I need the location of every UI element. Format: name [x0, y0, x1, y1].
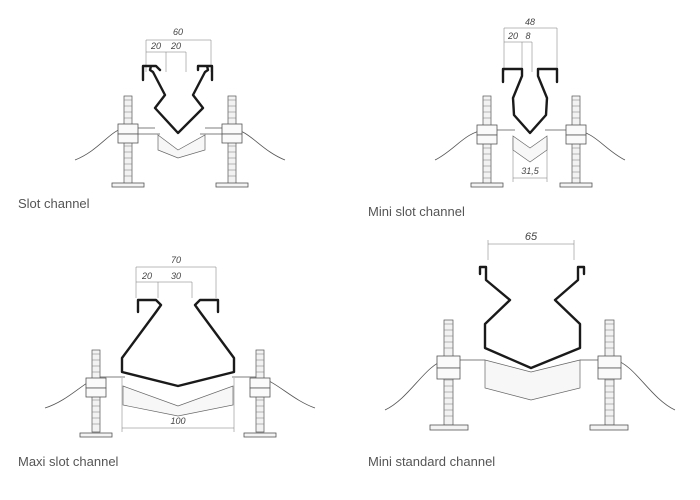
foot-left [470, 182, 504, 188]
dim-mid: 20 [170, 41, 181, 51]
dim-overall: 70 [171, 255, 181, 265]
dim-overall: 48 [525, 17, 535, 27]
dim-left: 20 [507, 31, 518, 41]
support-block [122, 385, 234, 417]
nut-left-lower [476, 134, 498, 145]
membrane-left [74, 127, 155, 161]
dim-left: 20 [150, 41, 161, 51]
mini-standard-channel-diagram: 65 Mini standard channel [350, 220, 700, 500]
membrane-right [232, 376, 316, 409]
slot-channel-profile [141, 64, 214, 135]
caption-mini-standard-channel: Mini standard channel [368, 454, 496, 469]
nut-right-lower [565, 134, 587, 145]
nut-left-upper [85, 377, 107, 389]
dim-overall: 60 [173, 27, 183, 37]
nut-right-upper [565, 124, 587, 136]
caption-maxi-slot-channel: Maxi slot channel [18, 454, 119, 469]
membrane-left [44, 376, 125, 409]
foot-right [559, 182, 593, 188]
maxi-slot-channel-diagram: 70 20 30 100 Maxi slot channel [0, 240, 350, 500]
nut-left-lower [85, 387, 107, 398]
nut-right-lower [597, 367, 622, 380]
nut-right-upper [597, 355, 622, 369]
membrane-left [384, 359, 485, 411]
maxi-slot-channel-drawing: 70 20 30 100 [44, 255, 316, 438]
nut-left-upper [436, 355, 461, 369]
foot-left [111, 182, 145, 188]
nut-left-upper [476, 124, 498, 136]
membrane-right [580, 359, 676, 411]
nut-right-lower [249, 387, 271, 398]
foot-right [243, 432, 277, 438]
caption-slot-channel: Slot channel [18, 196, 90, 211]
support-block [484, 359, 581, 401]
support-block [157, 134, 206, 159]
mini-slot-channel-drawing: 48 20 8 31,5 [434, 17, 626, 188]
foot-left [429, 424, 469, 431]
dim-overall: 65 [525, 231, 538, 243]
nut-right-lower [221, 133, 243, 144]
dim-bottom: 100 [170, 416, 185, 426]
mini-slot-channel-diagram: 48 20 8 31,5 Mini slot channel [350, 0, 700, 230]
slot-channel-diagram: 60 20 20 Slot channel [0, 0, 350, 230]
foot-right [589, 424, 629, 431]
mini-slot-channel-profile [501, 67, 559, 135]
nut-right-upper [221, 123, 243, 135]
maxi-slot-channel-profile [120, 298, 236, 388]
dim-mid: 30 [171, 271, 181, 281]
dim-bottom: 31,5 [521, 166, 540, 176]
foot-right [215, 182, 249, 188]
mini-standard-channel-drawing: 65 [384, 231, 676, 431]
nut-right-upper [249, 377, 271, 389]
support-block [512, 135, 548, 163]
nut-left-lower [117, 133, 139, 144]
slot-channel-drawing: 60 20 20 [74, 27, 286, 188]
nut-left-upper [117, 123, 139, 135]
membrane-left [434, 129, 515, 161]
foot-left [79, 432, 113, 438]
nut-left-lower [436, 367, 461, 380]
dim-mid: 8 [525, 31, 530, 41]
caption-mini-slot-channel: Mini slot channel [368, 204, 465, 219]
mini-standard-channel-profile [478, 265, 586, 370]
membrane-right [205, 127, 286, 161]
dim-left: 20 [141, 271, 152, 281]
